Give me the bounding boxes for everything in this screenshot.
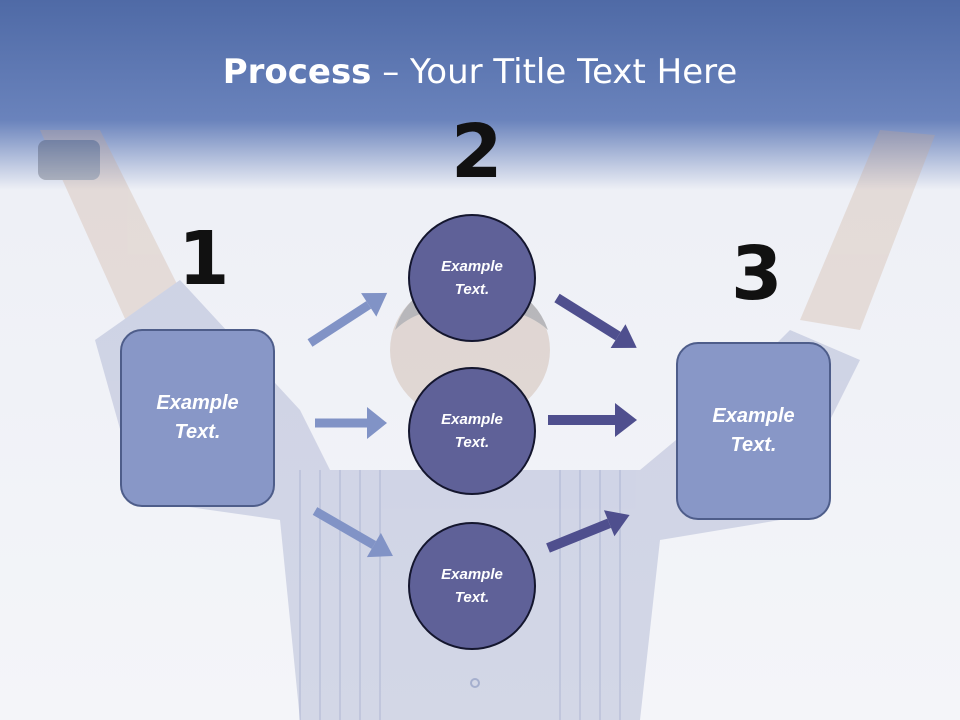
step-number-1: 1 xyxy=(178,216,230,302)
arrow-right-left xyxy=(315,407,387,439)
title-rest: – Your Title Text Here xyxy=(371,52,738,92)
step-number-3: 3 xyxy=(731,231,783,317)
left-box-text: Example Text. xyxy=(156,392,239,443)
right-process-box: Example Text. xyxy=(676,342,831,520)
arrow-down-right-left xyxy=(312,507,393,558)
arrow-down-right-right xyxy=(554,293,637,349)
circle-middle: Example Text. xyxy=(408,367,536,495)
arrow-up-right-right xyxy=(546,510,630,553)
circle-bottom-text: Example Text. xyxy=(441,566,503,606)
step-number-2: 2 xyxy=(451,109,503,195)
arrow-right-right xyxy=(548,403,637,437)
left-process-box: Example Text. xyxy=(120,329,275,507)
circle-middle-text: Example Text. xyxy=(441,411,503,451)
right-box-text: Example Text. xyxy=(712,405,795,456)
circle-top-text: Example Text. xyxy=(441,258,503,298)
title-bold: Process xyxy=(222,52,372,92)
circle-top: Example Text. xyxy=(408,214,536,342)
arrow-up-right-left xyxy=(307,292,388,347)
slide-title: Process – Your Title Text Here xyxy=(0,52,960,92)
circle-bottom: Example Text. xyxy=(408,522,536,650)
